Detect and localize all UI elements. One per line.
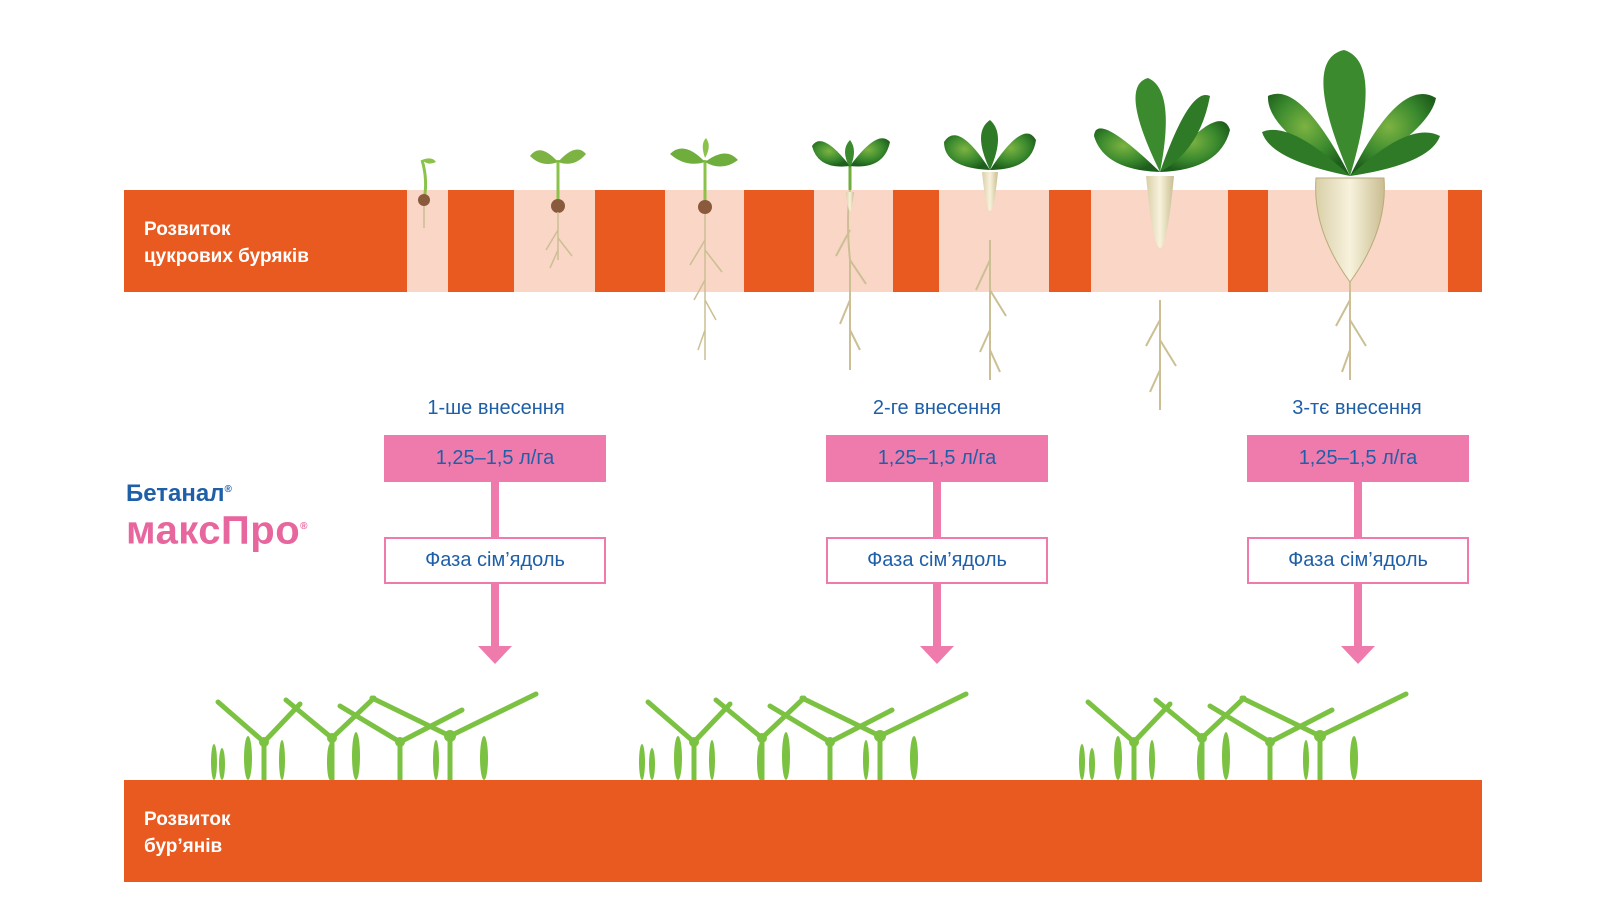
arrow-down-icon [1341, 646, 1375, 664]
brand-reg-mark: ® [300, 521, 309, 532]
brand-name-line1: Бетанал [126, 480, 225, 507]
phase-box-1: Фаза сім’ядоль [384, 537, 606, 584]
beet-band-label-line2: цукрових буряків [144, 246, 309, 267]
arrow-down-icon [920, 646, 954, 664]
brand-logo-bottom: максПро® [126, 507, 308, 550]
brand-logo: Бетанал® максПро® [126, 477, 308, 551]
weed-development-band: Розвиток бур’янів [124, 780, 1482, 882]
phase-box-3: Фаза сім’ядоль [1247, 537, 1469, 584]
band-light-segment [814, 190, 893, 292]
dose-box-1: 1,25–1,5 л/га [384, 435, 606, 482]
phase-box-2: Фаза сім’ядоль [826, 537, 1048, 584]
connector-1 [491, 482, 499, 646]
connector-2 [933, 482, 941, 646]
application-title-1: 1-ше внесення [427, 397, 565, 419]
application-title-3: 3-тє внесення [1292, 397, 1422, 419]
weed-seedling-icon [639, 691, 969, 783]
weed-seedling-icon [211, 691, 539, 783]
arrow-down-icon [478, 646, 512, 664]
weed-band-label: Розвиток бур’янів [144, 806, 231, 860]
brand-logo-top: Бетанал® [126, 477, 308, 507]
weed-band-label-line1: Розвиток [144, 809, 231, 830]
weed-band-label-line2: бур’янів [144, 836, 223, 857]
dose-box-3: 1,25–1,5 л/га [1247, 435, 1469, 482]
weed-seedling-icon [1079, 691, 1409, 783]
beet-band-label: Розвиток цукрових буряків [144, 216, 309, 270]
brand-name-line2: максПро [126, 508, 301, 553]
sugar-beet-plant-icon [1094, 78, 1230, 410]
sugar-beet-plant-icon [1262, 50, 1440, 380]
sugar-beet-plant-icon [944, 120, 1036, 380]
connector-3 [1354, 482, 1362, 646]
beet-band-label-line1: Розвиток [144, 219, 231, 240]
sugar-beet-plant-icon [670, 138, 738, 360]
beet-development-band: Розвиток цукрових буряків [124, 190, 1482, 292]
brand-reg-mark: ® [224, 484, 232, 495]
application-title-2: 2-ге внесення [872, 397, 1002, 419]
sugar-beet-plant-icon [812, 138, 890, 370]
sugar-beet-plant-icon [418, 158, 436, 228]
sugar-beet-plant-icon [530, 149, 586, 269]
dose-box-2: 1,25–1,5 л/га [826, 435, 1048, 482]
band-light-segment [407, 190, 448, 292]
band-light-segment [939, 190, 1049, 292]
